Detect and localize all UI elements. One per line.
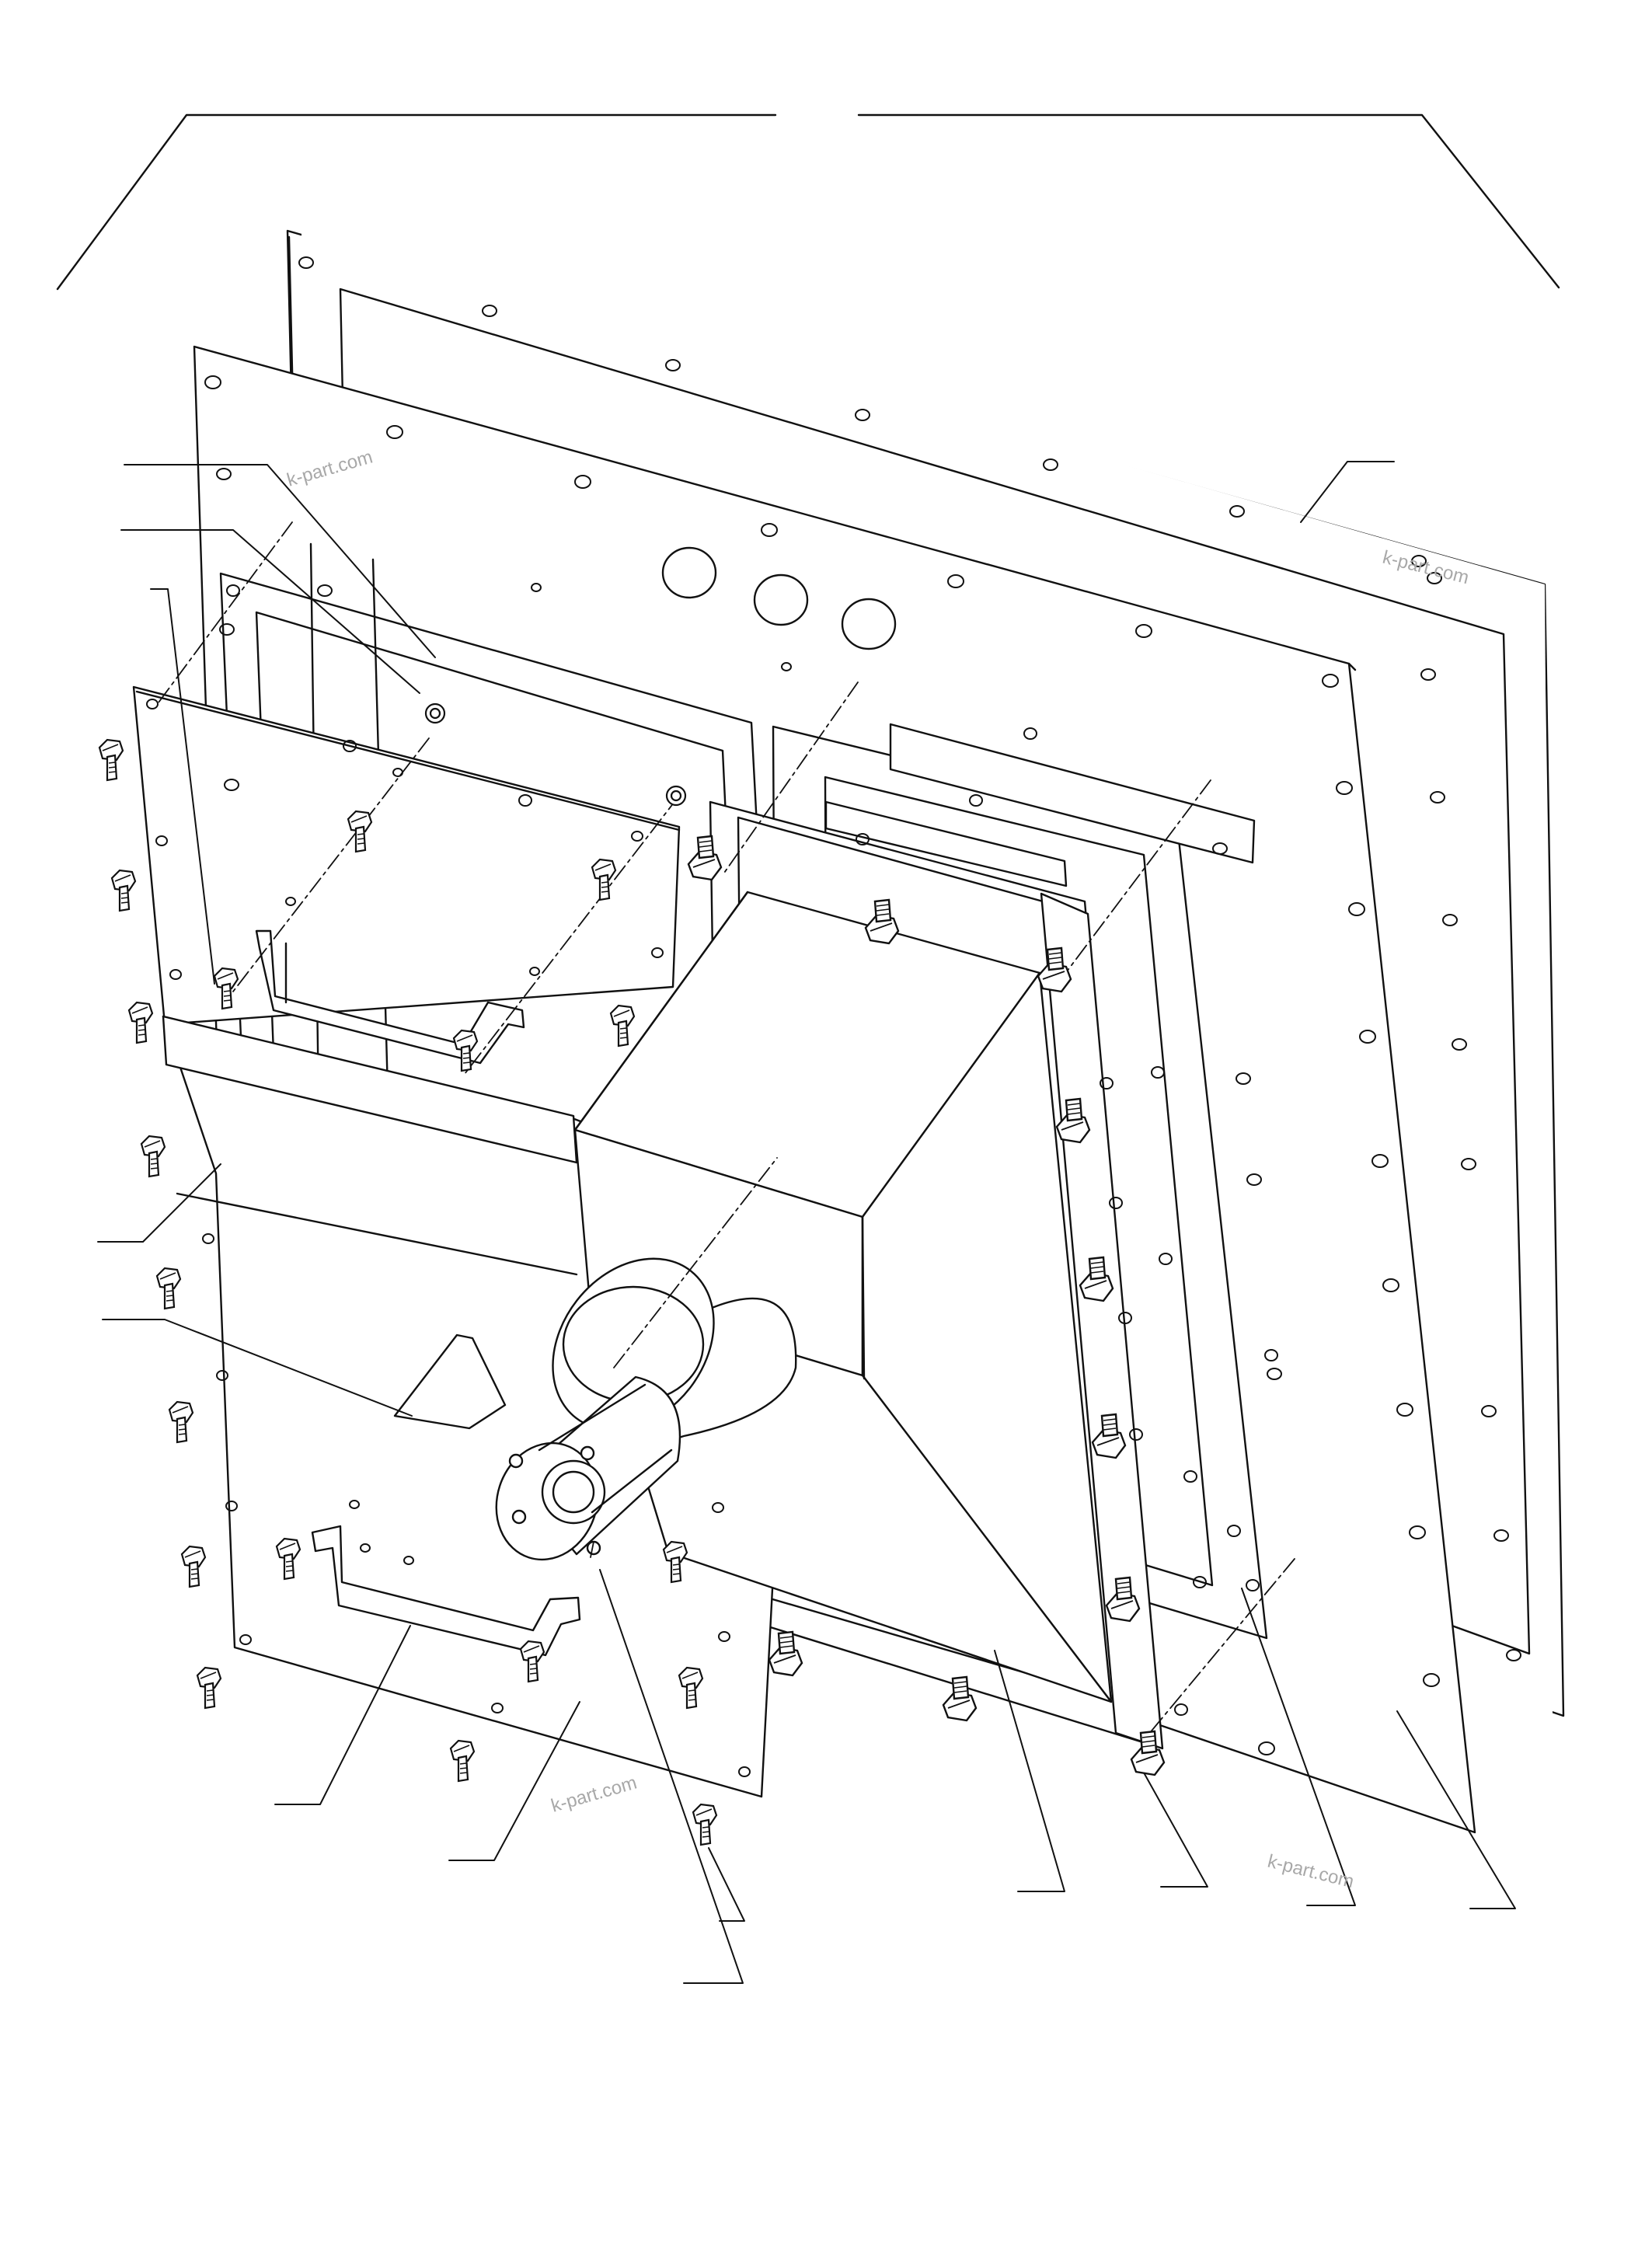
watermark-4: k-part.com (1266, 1851, 1357, 1893)
flange-holes (226, 584, 1278, 1716)
gasket-holes (298, 256, 1521, 1661)
split-collar (495, 1375, 681, 1561)
leader-lines (97, 461, 1516, 1984)
rear-panel-holes (204, 375, 1440, 1755)
watermark-3: k-part.com (549, 1773, 639, 1817)
cover-nuts (424, 702, 687, 807)
panel-holes (146, 583, 792, 1777)
top-bracket-lines (56, 113, 1560, 291)
panel-port-1 (661, 546, 717, 599)
nut-2 (665, 785, 687, 807)
nut-1 (424, 702, 446, 724)
panel-port-3 (841, 598, 897, 650)
panel-port-2 (753, 573, 809, 626)
assembly-center-lines (158, 521, 1295, 1735)
duct-transition (573, 891, 1113, 1703)
lower-handle (311, 1525, 581, 1657)
upper-handle (255, 929, 525, 1065)
